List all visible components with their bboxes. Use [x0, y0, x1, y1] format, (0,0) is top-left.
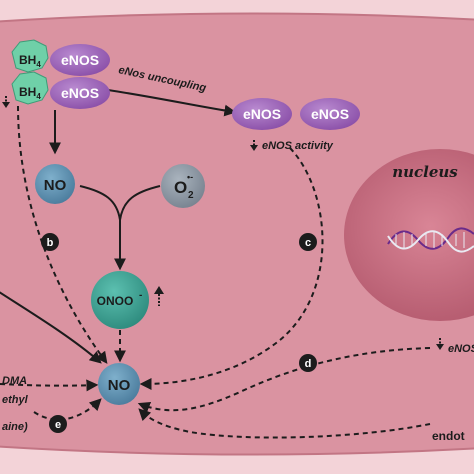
no-center-label: NO: [108, 377, 131, 394]
badge-b: b: [41, 233, 59, 251]
decrease-arrow-left-icon: [2, 96, 10, 108]
badge-c: c: [299, 233, 317, 251]
bh4-bottom-sub: 4: [36, 92, 41, 101]
arrow-bottom-loop: [138, 408, 431, 439]
enos-activity-group: eNOS activity: [250, 140, 334, 152]
badge-e-label: e: [55, 419, 61, 431]
arrow-no-o2-merge: [79, 185, 161, 221]
endothelial-label: endot: [432, 429, 465, 443]
no-upper-label: NO: [44, 177, 67, 194]
adma-line2: ethyl: [2, 394, 29, 406]
bh4-bottom-node: BH4: [11, 71, 49, 105]
svg-text:O: O: [174, 178, 187, 197]
badge-d: d: [299, 354, 317, 372]
bh4-top-sub: 4: [36, 60, 41, 69]
o2-label: O: [174, 178, 187, 197]
o2-node: O 2 •-: [161, 164, 205, 208]
o2-sub: 2: [188, 190, 194, 201]
enos-uncoupled-right-node: eNOS: [300, 98, 360, 130]
nucleus-shape: [344, 149, 474, 321]
dna-helix-icon: [387, 227, 474, 253]
enos-coupled-top-label: eNOS: [61, 52, 99, 68]
onoo-sup: -: [139, 290, 142, 301]
arrow-left-solid: [0, 291, 102, 364]
endothelial-cell: [0, 12, 474, 456]
badge-d-label: d: [305, 358, 312, 370]
badge-e: e: [49, 415, 67, 433]
bh4-bottom-label: BH: [19, 85, 36, 99]
svg-text:BH4: BH4: [19, 53, 41, 69]
enos-uncoupled-right-label: eNOS: [311, 106, 349, 122]
bh4-top-label: BH: [19, 53, 36, 67]
no-upper-node: NO: [35, 164, 75, 204]
enos-uncoupled-left-label: eNOS: [243, 106, 281, 122]
o2-sup: •-: [187, 172, 193, 182]
arrow-path-e: [33, 398, 102, 421]
enos-activity-label: eNOS activity: [262, 140, 334, 152]
nucleus-label: nucleus: [392, 163, 458, 181]
enos-uncoupled-left-node: eNOS: [232, 98, 292, 130]
bh4-top-node: BH4: [11, 39, 49, 73]
onoo-node: ONOO -: [91, 271, 149, 329]
svg-text:BH4: BH4: [19, 85, 41, 101]
increase-arrow-icon: [154, 286, 164, 306]
onoo-label: ONOO: [97, 294, 134, 308]
enos-coupled-bottom-node: eNOS: [50, 77, 110, 109]
no-center-node: NO: [98, 363, 140, 405]
enos-coupled-bottom-label: eNOS: [61, 85, 99, 101]
svg-text:ONOO: ONOO: [97, 294, 134, 308]
arrow-left-dashed: [0, 379, 99, 392]
arrow-path-d: [137, 347, 431, 414]
decrease-arrow-right-icon: [436, 344, 444, 350]
enos-partial-group: eNOS: [436, 338, 474, 355]
enos-coupled-top-node: eNOS: [50, 44, 110, 76]
arrow-path-b: [17, 105, 108, 364]
arrow-uncoupling: [107, 89, 237, 117]
adma-line1: DMA: [2, 375, 27, 387]
enos-partial-label: eNOS: [448, 343, 474, 355]
badge-c-label: c: [305, 237, 311, 249]
adma-line3: aine): [2, 421, 28, 433]
badge-b-label: b: [47, 237, 54, 249]
decrease-arrow-icon: [250, 145, 258, 151]
